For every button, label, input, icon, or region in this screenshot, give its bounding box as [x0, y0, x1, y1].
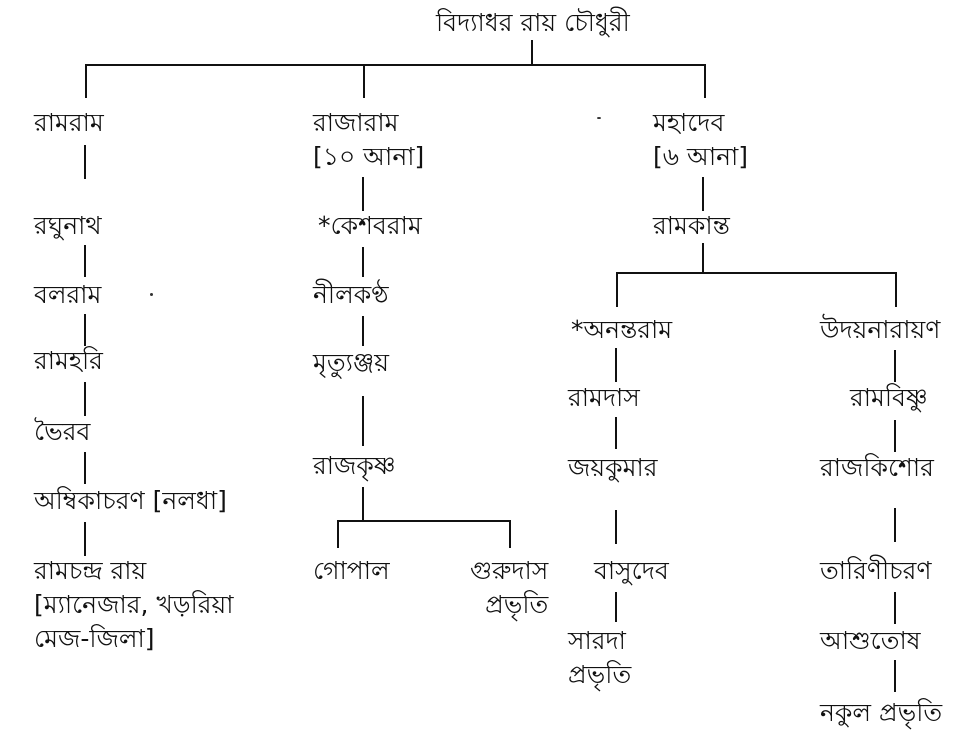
connector: [895, 272, 897, 307]
node-ramkanta: রামকান্ত: [653, 211, 730, 240]
connector: [702, 177, 704, 211]
node-ramhari: রামহরি: [34, 346, 103, 375]
node-ramdas: রামদাস: [568, 383, 640, 412]
connector: [615, 592, 617, 622]
node-rambishnu: রামবিষ্ণু: [850, 383, 928, 412]
connector: [362, 247, 364, 277]
node-raghunath: রঘুনাথ: [34, 211, 102, 240]
node-mahadev-share: [৬ আনা]: [653, 142, 749, 171]
node-rajaram-name: রাজারাম: [313, 108, 399, 137]
connector: [894, 350, 896, 382]
connector: [509, 520, 511, 548]
speck: [597, 117, 601, 119]
root-node: বিদ্যাধর রায় চৌধুরী: [436, 8, 630, 37]
node-basudeb: বাসুদেব: [594, 556, 669, 585]
connector: [894, 592, 896, 624]
connector: [894, 508, 896, 542]
node-udaynarayan: উদয়নারায়ণ: [820, 315, 941, 344]
node-rajkrishna: রাজকৃষ্ণ: [313, 451, 396, 480]
connector: [84, 245, 86, 277]
node-mrityunjay: মৃত্যুঞ্জয়: [313, 348, 389, 377]
connector: [84, 522, 86, 556]
node-nilkantha: নীলকণ্ঠ: [313, 280, 389, 309]
node-ramchandra-line3: মেজ-জিলা]: [34, 624, 155, 653]
node-gurudas-line2: প্রভৃতি: [485, 590, 549, 619]
node-ramchandra: রামচন্দ্র রায় [ম্যানেজার, খড়রিয়া মেজ-…: [34, 554, 234, 656]
node-rajaram-share: [১০ আনা]: [313, 142, 425, 171]
node-ramchandra-line1: রামচন্দ্র রায়: [34, 556, 147, 585]
connector: [363, 64, 365, 98]
node-ashutosh: আশুতোষ: [820, 626, 921, 655]
connector: [84, 382, 86, 416]
node-ambikacharan: অম্বিকাচরণ [নলধা]: [34, 486, 227, 515]
node-sarada: সারদা প্রভৃতি: [568, 624, 631, 692]
connector: [84, 452, 86, 484]
node-ramram: রামরাম: [34, 108, 104, 137]
node-sarada-line1: সারদা: [568, 626, 626, 655]
node-rajkishore: রাজকিশোর: [820, 453, 934, 482]
node-tarinicharan: তারিণীচরণ: [820, 556, 932, 585]
connector: [894, 660, 896, 692]
node-rajaram: রাজারাম [১০ আনা]: [313, 106, 424, 174]
node-anantaram: *অনন্তরাম: [571, 315, 673, 344]
node-jaykumar: জয়কুমার: [568, 453, 658, 482]
node-mahadev: মহাদেব [৬ আনা]: [653, 106, 748, 174]
connector: [337, 520, 511, 522]
node-gurudas: গুরুদাস প্রভৃতি: [470, 554, 548, 622]
connector: [702, 243, 704, 273]
node-bhairab: ভৈরব: [34, 417, 91, 446]
connector: [616, 272, 618, 307]
node-sarada-line2: প্রভৃতি: [568, 660, 632, 689]
connector: [704, 64, 706, 98]
connector: [531, 40, 533, 64]
node-gurudas-line1: গুরুদাস: [470, 556, 549, 585]
node-gopal: গোপাল: [313, 556, 390, 585]
connector: [362, 177, 364, 211]
node-ramchandra-line2: [ম্যানেজার, খড়রিয়া: [34, 590, 234, 619]
connector: [615, 348, 617, 382]
connector: [616, 272, 897, 274]
connector: [84, 145, 86, 179]
connector: [362, 316, 364, 346]
node-nakul: নকুল প্রভৃতি: [820, 698, 943, 727]
connector: [85, 64, 87, 98]
connector: [615, 510, 617, 544]
connector: [894, 420, 896, 452]
connector: [84, 314, 86, 346]
speck: [150, 293, 153, 296]
connector: [362, 487, 364, 522]
node-balaram: বলরাম: [34, 280, 102, 309]
connector: [362, 396, 364, 446]
connector: [615, 417, 617, 449]
node-keshabram: *কেশবরাম: [318, 211, 422, 240]
connector: [85, 64, 706, 66]
connector: [337, 520, 339, 548]
node-mahadev-name: মহাদেব: [653, 108, 725, 137]
